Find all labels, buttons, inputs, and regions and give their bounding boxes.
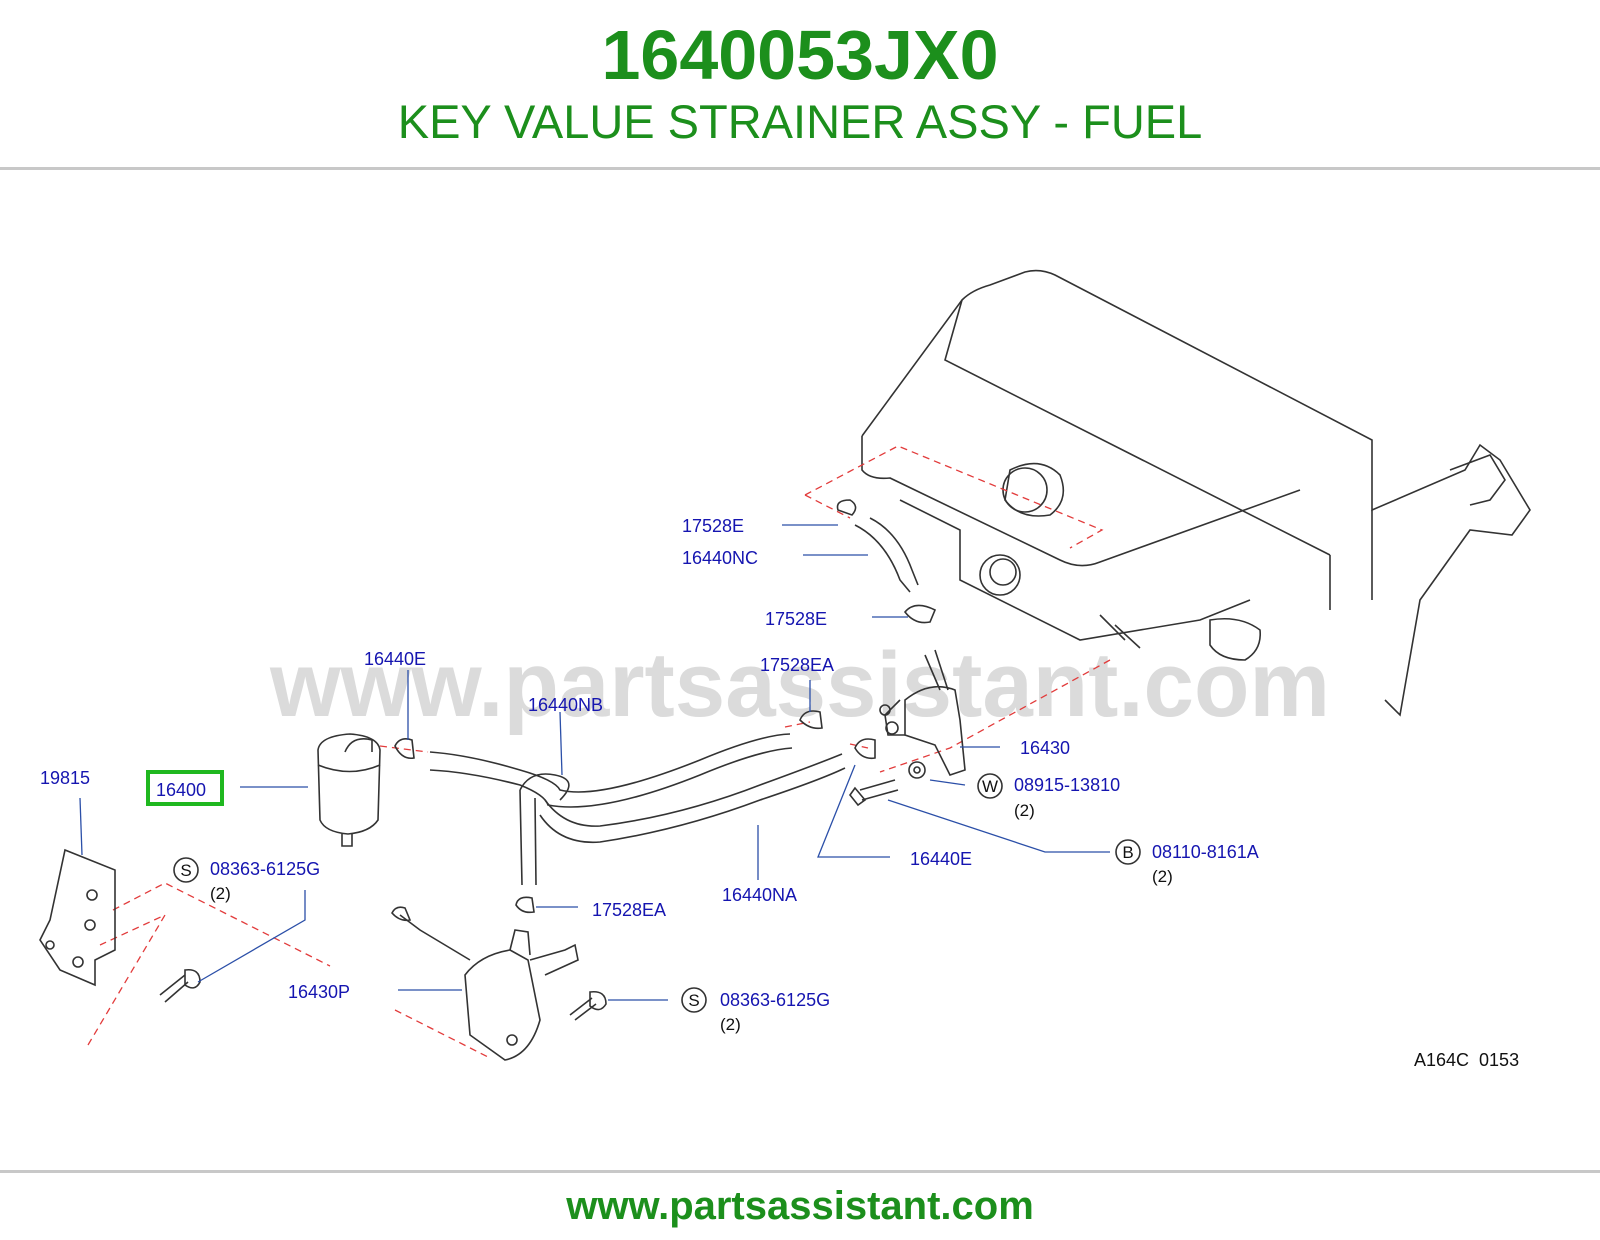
- part-number: 1640053JX0: [601, 16, 999, 94]
- callout-16440NA[interactable]: 16440NA: [722, 885, 797, 905]
- marker-s-bottom-circle: [681, 987, 707, 1013]
- quantity-labels: (2) (2) (2) (2): [210, 801, 1173, 1034]
- leader-lines: [79, 524, 1110, 1001]
- watermark: www.partsassistant.com: [269, 634, 1330, 736]
- footer-url[interactable]: www.partsassistant.com: [566, 1184, 1034, 1228]
- callout-17528EA-bottom[interactable]: 17528EA: [592, 900, 666, 920]
- header-divider: [0, 167, 1600, 170]
- footer-divider: [0, 1170, 1600, 1173]
- marker-b: B: [1122, 843, 1133, 862]
- callout-16440NC[interactable]: 16440NC: [682, 548, 758, 568]
- marker-s-left-circle: [173, 857, 199, 883]
- marker-b-circle: [1115, 839, 1141, 865]
- callout-08110-8161A[interactable]: 08110-8161A: [1152, 842, 1259, 862]
- clamp-parts: [394, 499, 937, 914]
- callout-16430[interactable]: 16430: [1020, 738, 1070, 758]
- callout-16440NB[interactable]: 16440NB: [528, 695, 603, 715]
- callout-17528E-top[interactable]: 17528E: [682, 516, 744, 536]
- qty-08110: (2): [1152, 867, 1173, 886]
- hose-16440NC-part: [854, 517, 919, 593]
- mounting-bracket-part: [39, 848, 116, 987]
- engine-block: [861, 269, 1531, 717]
- qty-08915: (2): [1014, 801, 1035, 820]
- qty-08363-bottom: (2): [720, 1015, 741, 1034]
- callout-17528E-mid[interactable]: 17528E: [765, 609, 827, 629]
- fuel-strainer-part: [317, 733, 381, 847]
- hose-16440NB-part: [429, 733, 793, 886]
- header: 1640053JX0 KEY VALUE STRAINER ASSY - FUE…: [0, 0, 1600, 168]
- callout-16400[interactable]: 16400: [156, 780, 206, 800]
- callout-labels: 17528E 16440NC 17528E 16440E 17528EA 164…: [40, 516, 1259, 1010]
- figure-code: A164C 0153: [1414, 1050, 1519, 1070]
- callout-16440E-top[interactable]: 16440E: [364, 649, 426, 669]
- callout-08363-6125G-left[interactable]: 08363-6125G: [210, 859, 320, 879]
- assembly-guides: [87, 445, 1111, 1059]
- highlight-box: [146, 770, 224, 806]
- marker-s-bottom: S: [688, 991, 699, 1010]
- bolt-and-washer-parts: [159, 761, 926, 1021]
- callout-19815[interactable]: 19815: [40, 768, 90, 788]
- marker-w-circle: [977, 773, 1003, 799]
- marker-s-left: S: [180, 861, 191, 880]
- part-description: KEY VALUE STRAINER ASSY - FUEL: [397, 95, 1203, 148]
- valve-16430-part: [879, 649, 966, 776]
- marker-w: W: [982, 777, 998, 796]
- callout-16430P[interactable]: 16430P: [288, 982, 350, 1002]
- callout-16440E-bottom[interactable]: 16440E: [910, 849, 972, 869]
- qty-08363-left: (2): [210, 884, 231, 903]
- parts-diagram: www.partsassistant.com: [39, 269, 1531, 1070]
- callout-17528EA-top[interactable]: 17528EA: [760, 655, 834, 675]
- bracket-16430P-part: [391, 906, 579, 1061]
- callout-08363-6125G-bottom[interactable]: 08363-6125G: [720, 990, 830, 1010]
- callout-08915-13810[interactable]: 08915-13810: [1014, 775, 1120, 795]
- hose-16440NA-part: [539, 753, 846, 844]
- circle-markers: W B S S: [173, 773, 1141, 1013]
